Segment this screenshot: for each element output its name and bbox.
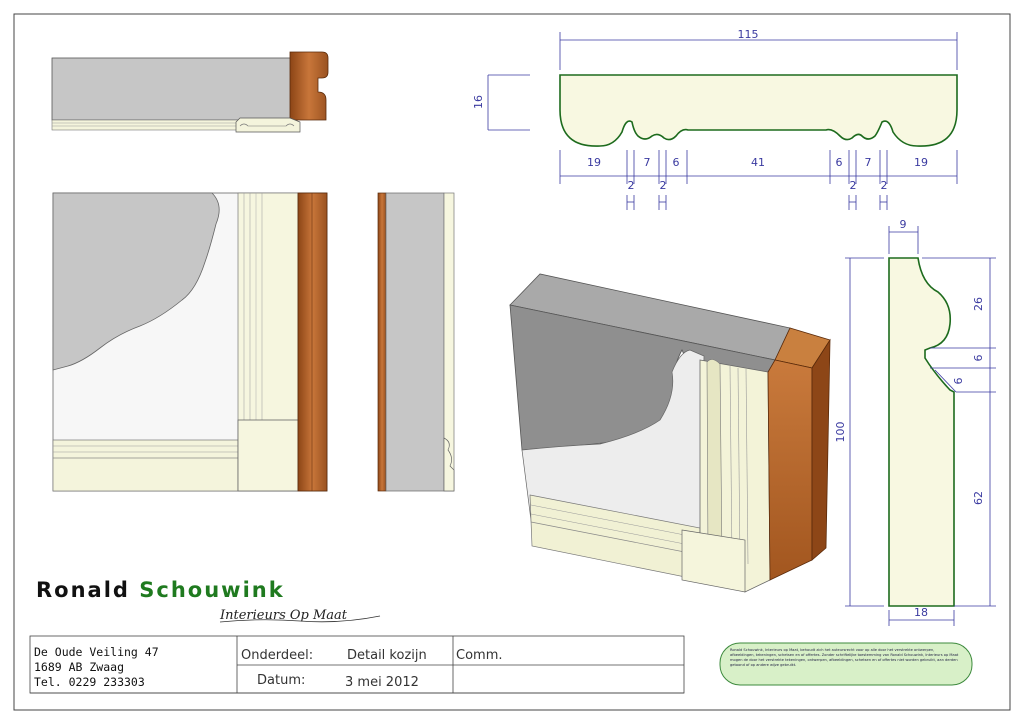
dim-total-height: 100 xyxy=(834,422,847,443)
dim-lower: 62 xyxy=(972,491,985,505)
isometric-3d-view xyxy=(509,273,831,593)
datum-label: Datum: xyxy=(257,673,306,688)
datum-value: 3 mei 2012 xyxy=(345,675,419,690)
side-profile-drawing: 9 18 100 26 6 6 62 xyxy=(834,218,996,626)
plan-section-view xyxy=(51,51,329,133)
company-address: De Oude Veiling 47 1689 AB Zwaag Tel. 02… xyxy=(34,645,159,690)
dim-top-width: 9 xyxy=(900,218,907,231)
tagline-underline xyxy=(219,615,381,623)
dim-seg-4: 41 xyxy=(751,156,765,169)
copyright-note: Ronald Schouwink, Interieurs op Maat, be… xyxy=(730,648,959,667)
dim-small-1: 2 xyxy=(628,179,635,192)
address-street: De Oude Veiling 47 xyxy=(34,645,159,659)
dim-small-3: 2 xyxy=(850,179,857,192)
dim-seg-2: 7 xyxy=(644,156,651,169)
title-block-frame xyxy=(29,635,685,694)
dim-seg-6: 7 xyxy=(865,156,872,169)
dim-bottom-width: 18 xyxy=(914,606,928,619)
dim-step: 6 xyxy=(952,378,965,385)
sheet-border xyxy=(13,13,1011,711)
onderdeel-label: Onderdeel: xyxy=(241,648,314,663)
comm-label: Comm. xyxy=(456,648,503,663)
dim-seg-7: 19 xyxy=(914,156,928,169)
side-section-view xyxy=(377,192,455,492)
dim-total-width: 115 xyxy=(738,28,759,41)
address-phone: Tel. 0229 233303 xyxy=(34,675,145,689)
onderdeel-value: Detail kozijn xyxy=(347,648,427,663)
dim-notch: 6 xyxy=(972,355,985,362)
brand-tagline: Interieurs Op Maat xyxy=(220,608,348,623)
dim-seg-3: 6 xyxy=(673,156,680,169)
brand-first-name: Ronald xyxy=(36,578,130,602)
brand-last-name: Schouwink xyxy=(139,578,285,602)
elevation-view xyxy=(52,192,328,492)
top-profile-drawing: 115 16 19 7 6 41 6 7 19 2 2 2 2 xyxy=(472,28,958,210)
address-city: 1689 AB Zwaag xyxy=(34,660,125,674)
brand-name: Ronald Schouwink xyxy=(36,578,285,602)
dim-seg-5: 6 xyxy=(836,156,843,169)
dim-small-4: 2 xyxy=(881,179,888,192)
dim-upper: 26 xyxy=(972,297,985,311)
dim-seg-1: 19 xyxy=(587,156,601,169)
dim-small-2: 2 xyxy=(660,179,667,192)
dim-height: 16 xyxy=(472,95,485,109)
copyright-note-box xyxy=(719,642,973,686)
